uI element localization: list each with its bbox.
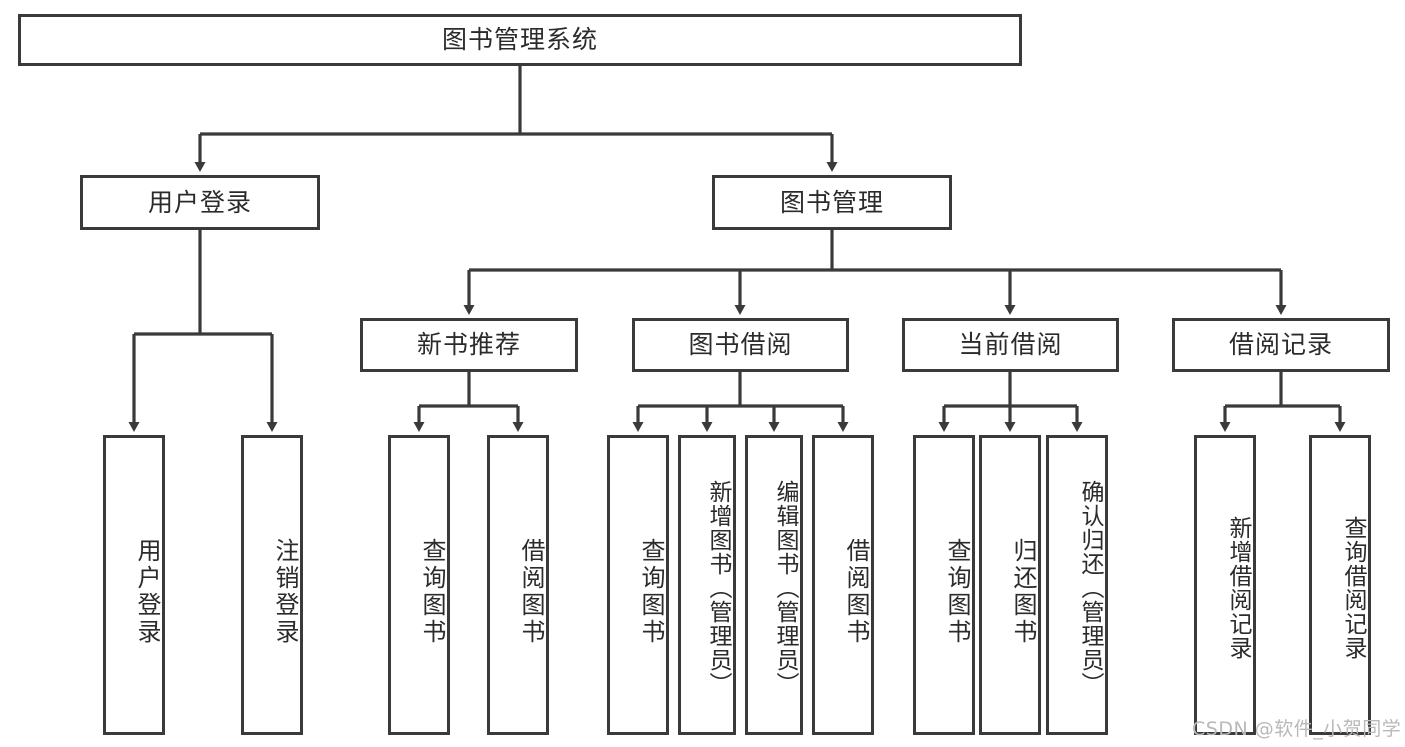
node-user-login[interactable]: 用户登录 [80, 175, 320, 230]
node-borrow-record[interactable]: 借阅记录 [1172, 318, 1390, 372]
leaf-query-book-borrow[interactable]: 查询图书 [607, 435, 669, 735]
leaf-add-borrow-record[interactable]: 新增借阅记录 [1194, 435, 1256, 735]
leaf-confirm-return-admin[interactable]: 确认归还（管理员） [1046, 435, 1108, 735]
leaf-edit-book-admin[interactable]: 编辑图书（管理员） [745, 435, 803, 735]
node-current-borrow[interactable]: 当前借阅 [902, 318, 1119, 372]
leaf-logout-login[interactable]: 注销登录 [241, 435, 303, 735]
leaf-borrow-book-recommend[interactable]: 借阅图书 [487, 435, 549, 735]
node-root-system[interactable]: 图书管理系统 [18, 14, 1022, 66]
leaf-add-book-admin[interactable]: 新增图书（管理员） [678, 435, 736, 735]
leaf-query-borrow-record[interactable]: 查询借阅记录 [1309, 435, 1371, 735]
csdn-watermark: CSDN @软件_小贺同学 [1192, 718, 1402, 740]
leaf-user-login[interactable]: 用户登录 [103, 435, 165, 735]
leaf-query-book-current[interactable]: 查询图书 [913, 435, 975, 735]
leaf-query-book-recommend[interactable]: 查询图书 [388, 435, 450, 735]
leaf-return-book[interactable]: 归还图书 [979, 435, 1041, 735]
node-book-borrow[interactable]: 图书借阅 [632, 318, 849, 372]
leaf-borrow-book[interactable]: 借阅图书 [812, 435, 874, 735]
node-book-management[interactable]: 图书管理 [712, 175, 952, 230]
node-new-book-recommend[interactable]: 新书推荐 [360, 318, 578, 372]
